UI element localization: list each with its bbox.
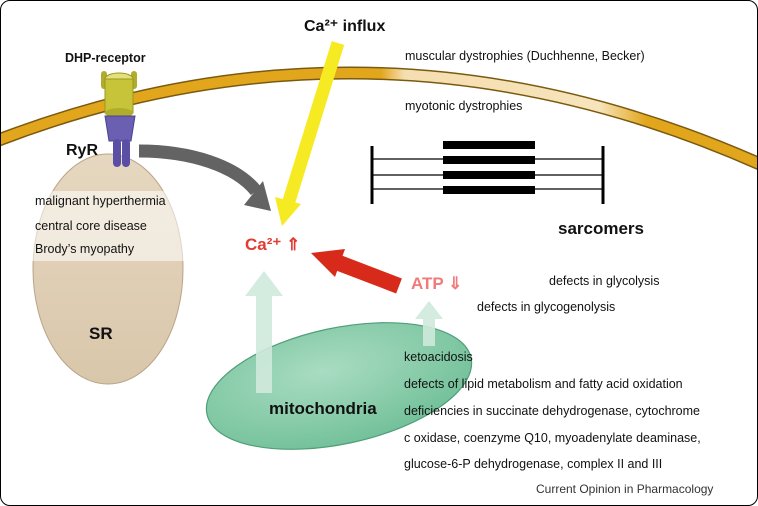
atp-to-ca-arrow bbox=[336, 255, 402, 294]
ca-influx-label: Ca²⁺ influx bbox=[304, 18, 386, 35]
dhp-receptor-label: DHP-receptor bbox=[65, 51, 146, 65]
source-caption: Current Opinion in Pharmacology bbox=[536, 482, 714, 496]
atp-disorder-item: defects in glycogenolysis bbox=[477, 300, 616, 314]
atp-disorder-item: defects in glycolysis bbox=[549, 274, 660, 288]
membrane-disorder-item: myotonic dystrophies bbox=[405, 99, 523, 113]
membrane-disorder-item: muscular dystrophies (Duchhenne, Becker) bbox=[405, 49, 645, 63]
ca-increase-label: Ca²⁺ ⇑ bbox=[245, 235, 301, 254]
ryr-to-ca-arrow bbox=[138, 144, 262, 196]
ryr-arrowhead bbox=[244, 181, 271, 211]
mitochondria-label: mitochondria bbox=[269, 399, 377, 418]
ryr-disorder-item: malignant hyperthermia bbox=[35, 194, 166, 208]
influx-arrow bbox=[282, 41, 345, 203]
mito-disorder-item: ketoacidosis bbox=[404, 350, 473, 364]
cell-membrane-fill bbox=[1, 68, 757, 169]
mitochondria-organelle bbox=[205, 322, 473, 450]
influx-arrowhead bbox=[275, 197, 301, 226]
sr-label: SR bbox=[89, 324, 113, 343]
mito-disorder-item: c oxidase, coenzyme Q10, myoadenylate de… bbox=[404, 431, 701, 445]
mito-disorder-item: deficiencies in succinate dehydrogenase,… bbox=[404, 404, 701, 418]
sarcomere-icon bbox=[370, 141, 605, 204]
sr-label-band bbox=[31, 191, 186, 261]
atp-arrowhead bbox=[311, 249, 345, 277]
ryr-disorder-item: central core disease bbox=[35, 219, 147, 233]
mito-disorder-item: defects of lipid metabolism and fatty ac… bbox=[404, 377, 683, 391]
atp-decrease-label: ATP ⇓ bbox=[411, 274, 463, 293]
dhp-receptor-icon bbox=[101, 71, 137, 118]
ryr-icon bbox=[104, 115, 136, 167]
mito-disorder-item: glucose-6-P dehydrogenase, complex II an… bbox=[404, 457, 663, 471]
mito-to-atp-arrow bbox=[415, 301, 443, 346]
sarcomers-label: sarcomers bbox=[558, 219, 645, 238]
ryr-label: RyR bbox=[66, 142, 99, 159]
sr-organelle bbox=[32, 153, 184, 385]
ryr-disorder-item: Brody’s myopathy bbox=[35, 242, 135, 256]
mito-to-ca-arrow bbox=[245, 271, 283, 393]
